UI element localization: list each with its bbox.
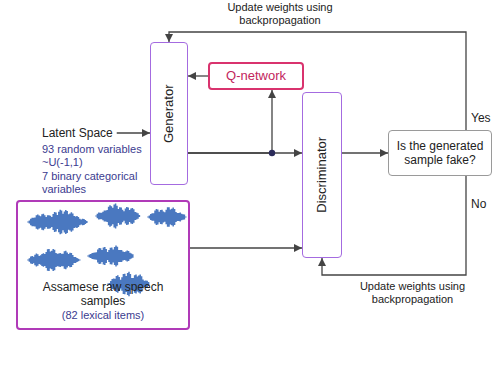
dataset-box: Assamese raw speech samples(82 lexical i… — [16, 200, 190, 330]
waveform — [88, 246, 133, 267]
node-text: Assamese raw speech samples — [22, 280, 184, 309]
q-network-box: Q-network — [208, 62, 304, 90]
decision-box: Is the generated sample fake? — [388, 130, 492, 176]
waveform — [148, 207, 186, 227]
node-text: Q-network — [226, 68, 286, 84]
discriminator-box: Discriminator — [302, 92, 342, 258]
connector-arrow — [188, 75, 208, 76]
input-note: 93 random variables ~U(-1,1) — [42, 143, 146, 168]
branch-label: Yes — [471, 112, 495, 126]
connector-arrow — [190, 247, 302, 248]
edge-label: Update weights using backpropagation — [205, 1, 355, 26]
node-text: Generator — [161, 84, 177, 143]
connector-arrow — [342, 152, 388, 153]
generator-box: Generator — [150, 42, 188, 185]
input-arrow — [117, 132, 150, 133]
connector-arrow — [322, 176, 466, 275]
edge-label: Update weights using backpropagation — [345, 280, 480, 305]
node-text: Is the generated sample fake? — [393, 139, 487, 168]
junction-dot — [269, 150, 275, 156]
branch-label: No — [471, 198, 495, 212]
connector-arrow — [188, 90, 272, 153]
input-note: 7 binary categorical variables — [42, 170, 146, 195]
waveform — [96, 204, 139, 229]
input-label: Latent Space — [42, 127, 146, 141]
waveform — [28, 210, 87, 234]
node-text: Discriminator — [314, 137, 330, 213]
connector-arrow — [169, 32, 466, 130]
node-text: (82 lexical items) — [62, 309, 145, 322]
waveform — [28, 249, 80, 271]
